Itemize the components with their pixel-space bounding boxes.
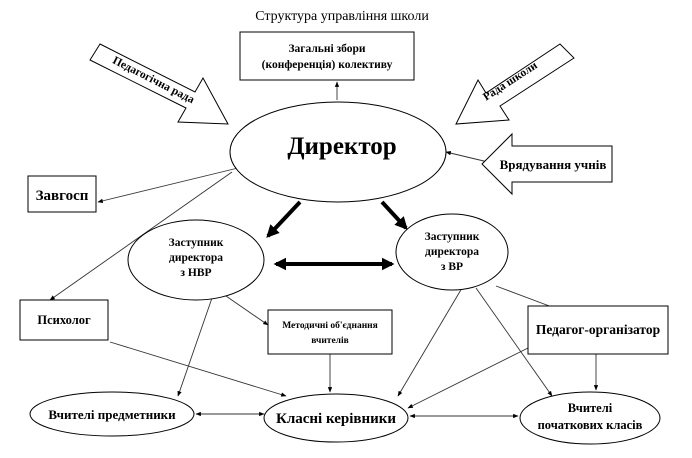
- deputy-vr-node: Заступник директора з ВР: [395, 213, 509, 291]
- arrow-director-to-zavgosp: [97, 167, 239, 203]
- svg-text:Педагог-організатор: Педагог-організатор: [536, 322, 660, 337]
- primary-teachers-node: Вчителі початкових класів: [519, 391, 661, 445]
- svg-text:Завгосп: Завгосп: [36, 188, 89, 204]
- svg-text:Вчителі: Вчителі: [568, 401, 613, 415]
- psychologist-box: Психолог: [19, 299, 109, 341]
- arrow-students-to-director: [445, 151, 489, 163]
- pedagogue-organizer-box: Педагог-організатор: [527, 305, 669, 355]
- thick-arrow-director-to-vr: [380, 200, 408, 230]
- svg-text:Психолог: Психолог: [37, 313, 91, 327]
- svg-text:(конференція) колективу: (конференція) колективу: [262, 59, 393, 71]
- svg-text:директора: директора: [169, 252, 223, 264]
- svg-text:Директор: Директор: [287, 133, 396, 160]
- svg-text:Класні керівники: Класні керівники: [276, 411, 396, 427]
- general-meeting-box: Загальні збори (конференція) колективу: [239, 31, 415, 81]
- svg-text:Врядування учнів: Врядування учнів: [500, 157, 607, 172]
- svg-text:вчителів: вчителів: [311, 335, 349, 346]
- arrow-psychologist-to-class-teachers: [109, 341, 287, 397]
- class-teachers-node: Класні керівники: [263, 393, 409, 443]
- svg-text:з НВР: з НВР: [180, 267, 211, 279]
- svg-text:Заступник: Заступник: [169, 237, 224, 249]
- svg-text:Заступник: Заступник: [425, 231, 480, 243]
- thick-arrow-director-to-nvr: [266, 200, 302, 238]
- svg-text:директора: директора: [425, 246, 479, 258]
- svg-text:Вчителі предметники: Вчителі предметники: [48, 407, 176, 422]
- zavgosp-box: Завгосп: [27, 175, 97, 213]
- director-node: Директор: [229, 101, 447, 203]
- arrow-nvr-to-methodical: [225, 295, 269, 326]
- svg-text:початкових класів: початкових класів: [538, 418, 643, 432]
- arrow-nvr-to-subject-teachers: [177, 297, 213, 397]
- svg-text:з ВР: з ВР: [441, 261, 463, 273]
- student-government-arrow: Врядування учнів: [481, 132, 613, 196]
- subject-teachers-node: Вчителі предметники: [29, 391, 195, 437]
- arrow-vr-to-primary: [475, 287, 553, 397]
- svg-text:Педагогічна рада: Педагогічна рада: [111, 55, 197, 107]
- pedagogical-council-arrow: Педагогічна рада: [89, 43, 229, 125]
- svg-text:Загальні збори: Загальні збори: [288, 43, 365, 55]
- svg-text:Методичні об'єднання: Методичні об'єднання: [282, 320, 378, 331]
- diagram-title: Структура управління школи: [255, 9, 429, 24]
- connectors: [49, 81, 599, 419]
- school-council-arrow: Рада школи: [455, 43, 575, 125]
- arrow-vr-to-class-teachers: [397, 287, 463, 397]
- deputy-nvr-node: Заступник директора з НВР: [127, 219, 265, 301]
- methodical-units-box: Методичні об'єднання вчителів: [267, 309, 393, 355]
- arrow-organizer-to-class-teachers: [407, 345, 533, 409]
